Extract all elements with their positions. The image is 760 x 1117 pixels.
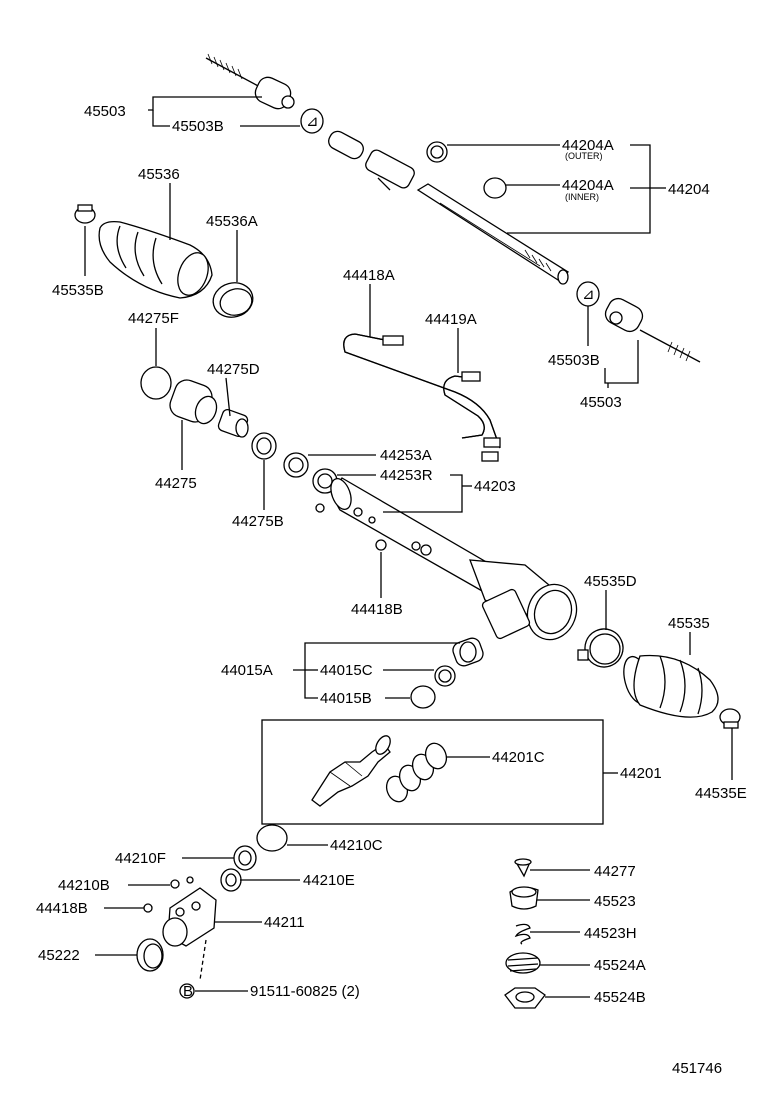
washer-45503B-top-drawing: ⊿ [300, 108, 324, 134]
label-45535B: 45535B [52, 282, 104, 299]
cap-45222-drawing [136, 938, 164, 972]
label-44210C: 44210C [330, 837, 383, 854]
label-44015A: 44015A [221, 662, 273, 679]
label-44253A: 44253A [380, 447, 432, 464]
label-44015B: 44015B [320, 690, 372, 707]
label-91511-60825: 91511-60825 (2) [250, 983, 360, 1000]
label-44211: 44211 [264, 914, 305, 931]
svg-text:⊿: ⊿ [306, 113, 319, 130]
label-45524B: 45524B [594, 989, 646, 1006]
clamp-44535E-drawing [719, 708, 741, 729]
label-44275F: 44275F [128, 310, 179, 327]
label-45503B-right: 45503B [548, 352, 600, 369]
label-45503-right: 45503 [580, 394, 622, 411]
bearing-44210F-drawing [233, 845, 257, 871]
rack-guide-outer-drawing [426, 141, 448, 163]
clamp-45535D-drawing [577, 628, 624, 668]
label-44201C: 44201C [492, 749, 545, 766]
label-44253R: 44253R [380, 467, 433, 484]
boot-45535-drawing [623, 654, 719, 718]
label-45524A: 45524A [594, 957, 646, 974]
label-45535D: 45535D [584, 573, 637, 590]
label-44275B: 44275B [232, 513, 284, 530]
label-44201: 44201 [620, 765, 662, 782]
label-44015C: 44015C [320, 662, 373, 679]
label-44210E: 44210E [303, 872, 355, 889]
yoke-45523-drawing [509, 886, 539, 910]
label-44210B: 44210B [58, 877, 110, 894]
nut-44277-drawing [514, 858, 532, 878]
rack-bar-drawing [416, 183, 570, 285]
label-45503-top: 45503 [84, 103, 126, 120]
bolt-marker: B [179, 939, 207, 1000]
clamp-45535B-drawing [74, 204, 96, 224]
plug-44210B-drawing [170, 876, 194, 889]
label-44418A: 44418A [343, 267, 395, 284]
seal-44015A-drawing [434, 665, 456, 687]
seal-44015C-drawing [452, 637, 484, 667]
label-44523H: 44523H [584, 925, 637, 942]
label-45523: 45523 [594, 893, 636, 910]
bushing-44275-drawing [169, 379, 218, 425]
label-outer-note: (OUTER) [565, 151, 603, 161]
label-45535: 45535 [668, 615, 710, 632]
pressure-tube-44418A-drawing [343, 333, 501, 449]
control-valve-box [261, 719, 604, 825]
washer-45503B-right-drawing: ⊿ [576, 281, 600, 307]
leader-lines [84, 96, 733, 998]
part-labels: 45503 45503B 44204A (OUTER) 44204A (INNE… [36, 103, 747, 1077]
rack-bushing-drawing [328, 130, 415, 191]
housing-44211-drawing [162, 887, 217, 947]
label-44418B-low: 44418B [36, 900, 88, 917]
label-44418B: 44418B [351, 601, 403, 618]
rack-guide-inner-drawing [483, 177, 507, 199]
plug-45524A-drawing [505, 952, 541, 974]
o-ring-44210C-drawing [256, 824, 288, 852]
boot-45536-drawing [98, 220, 213, 299]
nut-45524B-drawing [504, 987, 546, 1009]
clamp-45536A-drawing [212, 282, 254, 318]
label-44275: 44275 [155, 475, 197, 492]
label-44203: 44203 [474, 478, 516, 495]
label-44210F: 44210F [115, 850, 166, 867]
seal-44253A-drawing [283, 452, 309, 478]
label-45222: 45222 [38, 947, 80, 964]
tie-rod-end-right-drawing [604, 297, 701, 363]
figure-id: 451746 [672, 1060, 722, 1077]
label-45536: 45536 [138, 166, 180, 183]
bolt-marker-letter: B [183, 983, 193, 1000]
pressure-tube-44419A-drawing [443, 371, 501, 462]
stopper-44275D-drawing [217, 408, 249, 438]
label-44419A: 44419A [425, 311, 477, 328]
o-ring-44275F-drawing [140, 366, 172, 400]
svg-text:⊿: ⊿ [582, 286, 595, 303]
label-45503B-top: 45503B [172, 118, 224, 135]
housing-44203-drawing [330, 477, 578, 641]
o-ring-44015B-drawing [410, 685, 436, 709]
label-inner-note: (INNER) [565, 192, 599, 202]
spring-44523H-drawing [514, 923, 531, 945]
tie-rod-end-left-drawing [205, 53, 295, 110]
seal-44275B-drawing [251, 432, 277, 460]
label-44204A-inner: 44204A [562, 177, 614, 194]
plug-44418B-drawing [315, 503, 387, 551]
label-44204A-outer: 44204A [562, 137, 614, 154]
label-44275D: 44275D [207, 361, 260, 378]
label-44535E: 44535E [695, 785, 747, 802]
label-45536A: 45536A [206, 213, 258, 230]
label-44277: 44277 [594, 863, 636, 880]
label-44204: 44204 [668, 181, 710, 198]
seal-44210E-drawing [220, 868, 242, 892]
